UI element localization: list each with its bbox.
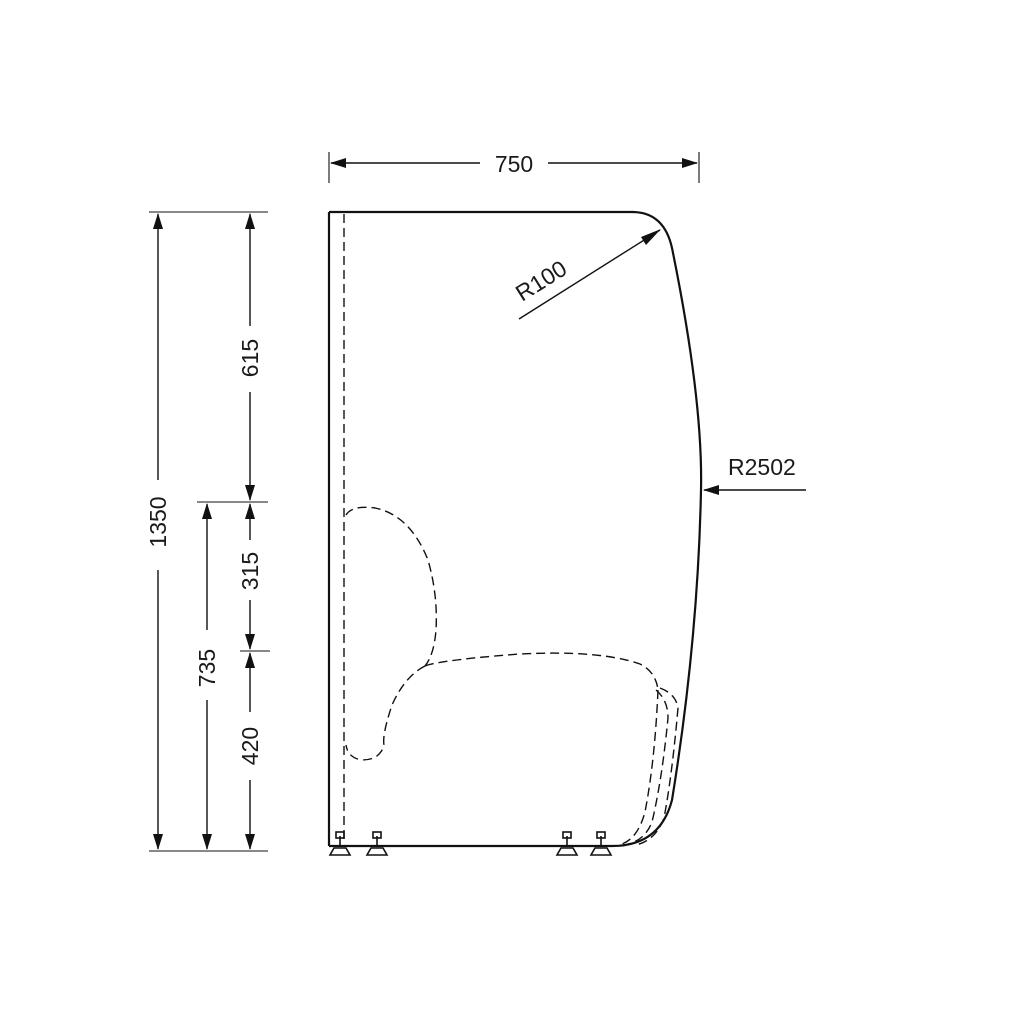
feet [328, 831, 613, 856]
corner-radius-callout: R100 [511, 229, 661, 320]
corner-radius-label: R100 [511, 255, 571, 306]
overall-height-dimension: 1350 [145, 211, 268, 852]
seat-lower-hidden-line [345, 665, 426, 761]
foot-2 [365, 831, 389, 856]
width-label: 750 [495, 151, 533, 177]
seat-height-dimension: 735 [194, 501, 268, 850]
seat-top-hidden-line [424, 652, 659, 691]
foot-4 [589, 831, 613, 856]
panel-outline [327, 210, 703, 848]
middle-height-label: 315 [237, 552, 263, 590]
seat-front-hidden-line-2 [627, 689, 669, 845]
seat-front-hidden-line-1 [621, 689, 659, 845]
panel-top-and-curved-side [329, 210, 703, 848]
seat-front-hidden-line-3 [635, 687, 679, 846]
upper-height-label: 615 [237, 339, 263, 377]
backrest-hidden-line [345, 506, 437, 667]
side-radius-label: R2502 [728, 454, 796, 480]
foot-3 [555, 831, 579, 856]
stacked-height-dimensions: 615 315 420 [237, 213, 270, 850]
foot-1 [328, 831, 352, 856]
seat-height-label: 735 [194, 649, 220, 687]
side-radius-callout: R2502 [703, 454, 806, 495]
seat-hidden-outline [345, 506, 679, 846]
width-dimension: 750 [328, 151, 700, 183]
lower-height-label: 420 [237, 727, 263, 765]
overall-height-label: 1350 [145, 496, 171, 547]
